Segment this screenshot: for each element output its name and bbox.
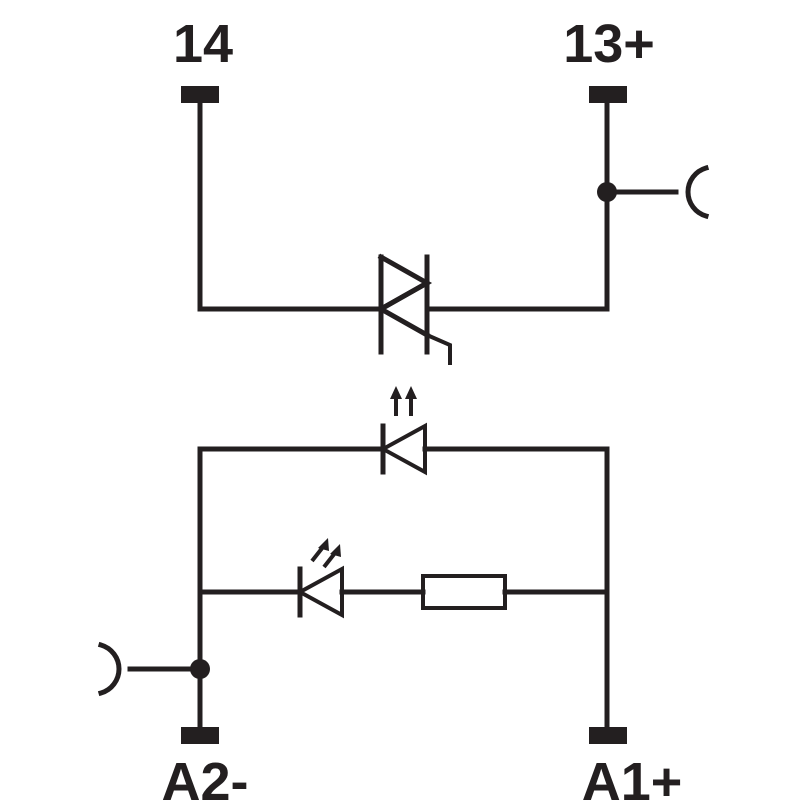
input-wire-left (197, 446, 386, 730)
led-icon (295, 538, 344, 619)
triac-symbol-icon (375, 253, 452, 365)
terminal-label-a2-minus: A2- (161, 752, 248, 800)
terminal-pad-14 (181, 86, 219, 103)
terminal-label-a1-plus: A1+ (582, 752, 683, 800)
terminal-pad-a1-plus (589, 727, 627, 744)
terminal-label-14: 14 (173, 14, 233, 74)
output-wire-right (424, 100, 610, 312)
terminal-label-13-plus: 13+ (563, 14, 655, 74)
resistor-icon (421, 574, 507, 610)
photodiode-icon (378, 386, 427, 476)
plug-socket-icon (97, 641, 210, 697)
plug-socket-icon (597, 164, 710, 220)
terminal-pad-13-plus (589, 86, 627, 103)
terminal-pad-a2-minus (181, 727, 219, 744)
input-wire-right (422, 446, 610, 730)
output-wire-left (197, 100, 384, 312)
